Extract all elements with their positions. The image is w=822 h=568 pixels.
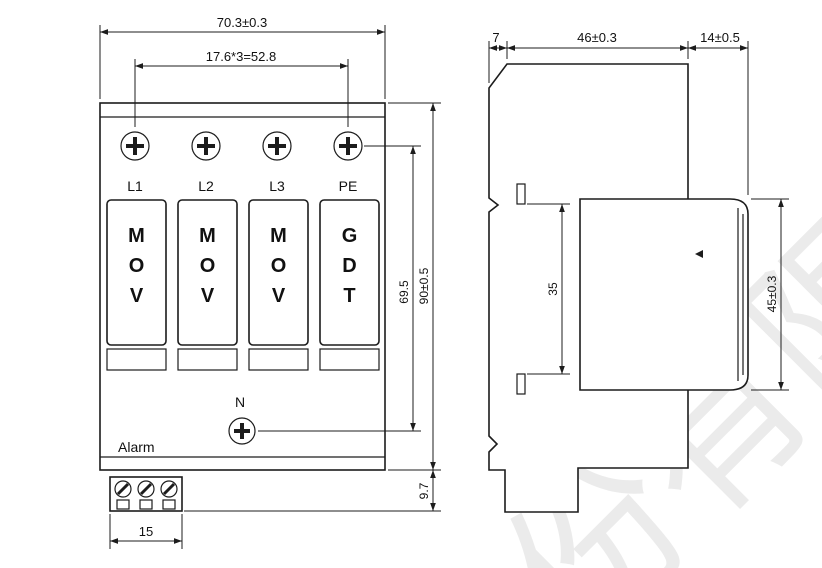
module-release-arrow-icon [695, 250, 703, 258]
din-clip-upper [516, 183, 526, 205]
module-2-letter: M [199, 225, 216, 247]
dim-overall-width: 70.3±0.3 [99, 15, 386, 99]
status-window-2 [177, 348, 238, 371]
alarm-block-outline [109, 476, 183, 512]
front-view: L1 L2 L3 PE M O V M O V M O V G D T [99, 15, 441, 549]
module-1-letter: M [128, 225, 145, 247]
screw-n [228, 417, 256, 445]
alarm-screw-1 [114, 480, 132, 498]
terminal-screws [120, 131, 363, 161]
terminal-label-pe: PE [339, 178, 358, 194]
dim-rail-lip-text: 7 [492, 30, 499, 45]
dim-base-height-text: 9.7 [417, 482, 431, 499]
terminal-label-l3: L3 [269, 178, 285, 194]
dim-base-depth: 46±0.3 [507, 30, 689, 59]
terminal-label-l2: L2 [198, 178, 214, 194]
dim-module-depth-text: 14±0.5 [700, 30, 740, 45]
side-view: 7 46±0.3 14±0.5 45±0.3 35 [488, 30, 789, 513]
module-mov-1 [106, 199, 167, 346]
alarm-screw-3 [160, 480, 178, 498]
alarm-screw-3-slot-icon [162, 482, 176, 496]
modules: M O V M O V M O V G D T [106, 199, 380, 346]
dim-pole-pitch-text: 17.6*3=52.8 [206, 49, 276, 64]
module-3-letter: O [271, 255, 287, 277]
module-4-letter: G [342, 225, 358, 247]
side-module-profile [579, 198, 749, 391]
status-window-3 [248, 348, 309, 371]
dim-base-depth-text: 46±0.3 [577, 30, 617, 45]
status-window-4 [319, 348, 380, 371]
module-1-letter: O [129, 255, 145, 277]
module-3-letter: V [272, 285, 286, 307]
dim-terminal-width-text: 15 [139, 524, 153, 539]
module-gdt [319, 199, 380, 346]
module-2-letter: V [201, 285, 215, 307]
screw-l1 [120, 131, 150, 161]
screw-l3 [262, 131, 292, 161]
dim-module-height-text: 45±0.3 [765, 275, 779, 312]
dim-base-height: 9.7 [184, 470, 441, 512]
dim-pole-pitch: 17.6*3=52.8 [134, 49, 349, 127]
module-4-letter: T [343, 285, 355, 307]
module-4-letter: D [342, 255, 356, 277]
alarm-wire-opening-1 [116, 499, 130, 510]
terminal-label-n: N [235, 394, 245, 410]
dim-screw-span: 69.5 [258, 145, 421, 432]
status-window-1 [106, 348, 167, 371]
module-mov-2 [177, 199, 238, 346]
din-clip-lower [516, 373, 526, 395]
dim-screw-span-text: 69.5 [397, 280, 411, 304]
dim-terminal-width: 15 [109, 514, 183, 549]
alarm-wire-opening-2 [139, 499, 153, 510]
dim-module-depth: 14±0.5 [688, 30, 749, 195]
dim-module-height: 45±0.3 [751, 198, 789, 391]
alarm-terminal-block [109, 476, 183, 512]
alarm-screw-2-slot-icon [139, 482, 153, 496]
alarm-screw-2 [137, 480, 155, 498]
dim-clip-span-text: 35 [546, 282, 560, 296]
alarm-label: Alarm [118, 439, 155, 455]
status-windows [106, 348, 380, 371]
dim-height: 90±0.5 [388, 102, 441, 471]
dim-clip-span: 35 [527, 203, 570, 375]
module-mov-3 [248, 199, 309, 346]
module-1-letter: V [130, 285, 144, 307]
module-2-letter: O [200, 255, 216, 277]
alarm-screw-1-slot-icon [116, 482, 130, 496]
dim-height-text: 90±0.5 [417, 267, 431, 304]
dim-overall-width-text: 70.3±0.3 [217, 15, 268, 30]
screw-l2 [191, 131, 221, 161]
module-3-letter: M [270, 225, 287, 247]
terminal-label-l1: L1 [127, 178, 143, 194]
screw-pe [333, 131, 363, 161]
alarm-wire-opening-3 [162, 499, 176, 510]
